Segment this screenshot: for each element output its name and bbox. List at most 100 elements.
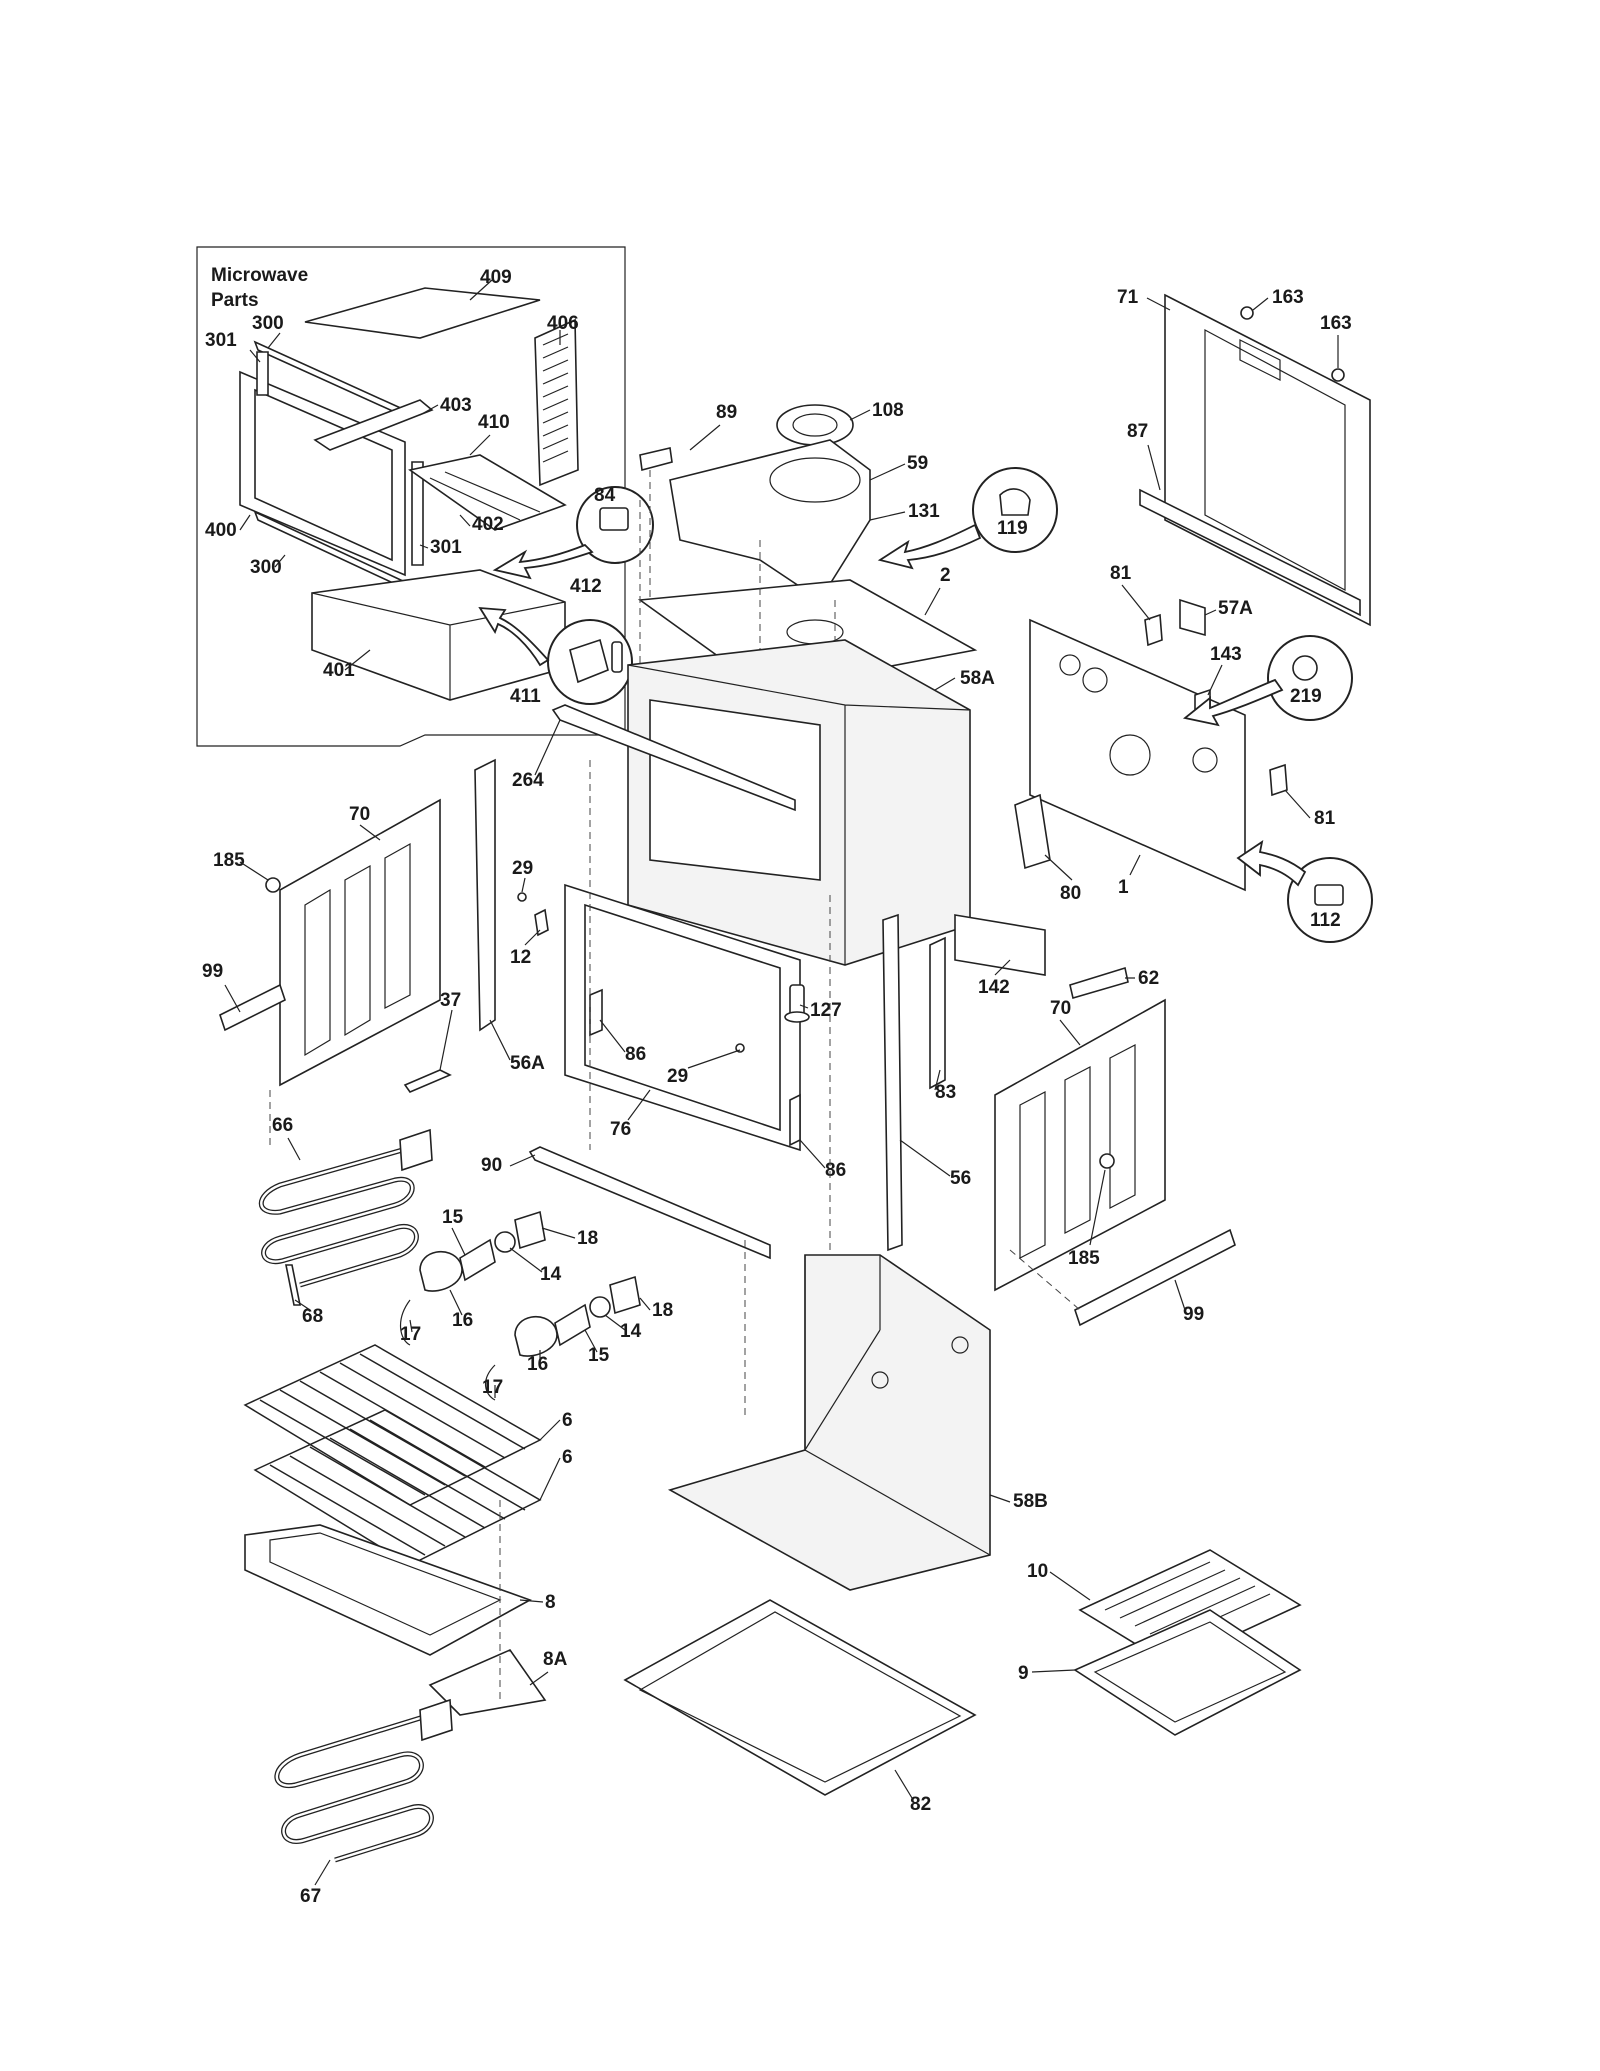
- part-66-broil-element: [258, 1128, 433, 1288]
- label-1: 1: [1118, 877, 1129, 898]
- label-14-a: 14: [540, 1264, 562, 1285]
- arrow-84: [492, 543, 594, 580]
- part-56-side-rail: [882, 913, 903, 1252]
- label-219: 219: [1290, 686, 1322, 707]
- part-86-bracket-a: [589, 988, 603, 1037]
- label-83: 83: [935, 1082, 956, 1103]
- label-301-lower: 301: [430, 537, 462, 558]
- label-163-b: 163: [1320, 313, 1352, 334]
- part-80-bracket: [1014, 793, 1051, 870]
- label-300-upper: 300: [252, 313, 284, 334]
- part-185-grommet-a: [265, 877, 281, 893]
- label-86-b: 86: [825, 1160, 846, 1181]
- part-68-clip: [285, 1264, 301, 1306]
- label-18-a: 18: [577, 1228, 598, 1249]
- label-409: 409: [480, 267, 512, 288]
- label-6-b: 6: [562, 1447, 573, 1468]
- part-108-fan: [776, 404, 854, 446]
- part-119-callout: [972, 467, 1058, 553]
- part-15-bulb-b: [554, 1303, 591, 1347]
- part-185-grommet-b: [1099, 1153, 1115, 1169]
- arrow-411: [478, 606, 550, 667]
- label-56: 56: [950, 1168, 971, 1189]
- label-119: 119: [997, 518, 1028, 539]
- label-86-a: 86: [625, 1044, 646, 1065]
- label-89: 89: [716, 402, 737, 423]
- part-86-bracket-b: [789, 1093, 801, 1147]
- part-1-rear-panel: [1029, 618, 1246, 892]
- label-131: 131: [908, 501, 940, 522]
- label-81-a: 81: [1110, 563, 1132, 584]
- label-301-upper: 301: [205, 330, 237, 351]
- label-70-a: 70: [349, 804, 370, 825]
- label-112: 112: [1310, 910, 1341, 931]
- label-58B: 58B: [1013, 1491, 1048, 1512]
- part-127-sensor: [784, 984, 810, 1023]
- label-143: 143: [1210, 644, 1242, 665]
- part-163-nut-a: [1240, 306, 1254, 320]
- label-76: 76: [610, 1119, 631, 1140]
- label-17-b: 17: [482, 1377, 503, 1398]
- part-406-vent-grille: [534, 318, 579, 487]
- label-411: 411: [510, 686, 541, 707]
- inset-title-line2: Parts: [211, 290, 259, 311]
- part-14-socket-b: [589, 1296, 611, 1318]
- label-99-a: 99: [202, 961, 223, 982]
- part-409-cover-panel: [304, 287, 541, 339]
- label-57A: 57A: [1218, 598, 1253, 619]
- part-12-fitting: [534, 908, 549, 937]
- part-403-bracket: [313, 399, 434, 451]
- label-37: 37: [440, 990, 461, 1011]
- label-410: 410: [478, 412, 510, 433]
- label-185-a: 185: [213, 850, 245, 871]
- part-84-callout: [576, 486, 654, 564]
- label-66: 66: [272, 1115, 293, 1136]
- label-127: 127: [810, 1000, 842, 1021]
- microwave-parts-inset: Microwave Parts: [196, 246, 654, 747]
- part-402-tray: [408, 454, 567, 531]
- part-6-oven-rack-upper: [243, 1344, 542, 1506]
- part-301-bracket-upper: [256, 351, 269, 396]
- label-99-b: 99: [1183, 1304, 1204, 1325]
- label-412: 412: [570, 576, 602, 597]
- label-9: 9: [1018, 1663, 1029, 1684]
- part-99-rail-left: [219, 983, 286, 1032]
- part-70-right-side-panel: [994, 998, 1166, 1292]
- label-406: 406: [547, 313, 579, 334]
- label-82: 82: [910, 1794, 931, 1815]
- part-9-broiler-pan: [1073, 1609, 1302, 1736]
- part-16-lens-a: [419, 1250, 463, 1292]
- part-71-back-panel: [1164, 293, 1371, 627]
- label-15-a: 15: [442, 1207, 464, 1228]
- part-301-bracket-lower: [411, 461, 424, 566]
- part-62-terminal-block: [1069, 966, 1129, 1000]
- part-70-left-side-panel: [279, 798, 441, 1087]
- label-185-b: 185: [1068, 1248, 1100, 1269]
- part-57A-plate: [1179, 598, 1206, 637]
- part-112-callout: [1287, 857, 1373, 943]
- label-90: 90: [481, 1155, 502, 1176]
- label-12: 12: [510, 947, 531, 968]
- label-71: 71: [1117, 287, 1139, 308]
- part-59-blower-housing: [669, 439, 871, 602]
- label-108: 108: [872, 400, 904, 421]
- label-68: 68: [302, 1306, 323, 1327]
- part-76-door-frame: [564, 883, 801, 1152]
- label-56A: 56A: [510, 1053, 545, 1074]
- label-14-b: 14: [620, 1321, 642, 1342]
- part-82-bottom-panel: [623, 1599, 977, 1796]
- part-37-probe: [403, 1069, 452, 1093]
- part-8-bake-tray: [244, 1524, 532, 1656]
- label-10: 10: [1027, 1561, 1048, 1582]
- part-87-rail: [1139, 488, 1361, 617]
- label-81-b: 81: [1314, 808, 1336, 829]
- label-15-b: 15: [588, 1345, 610, 1366]
- label-163-a: 163: [1272, 287, 1304, 308]
- part-81-bracket-b: [1269, 763, 1288, 797]
- label-87: 87: [1127, 421, 1148, 442]
- label-62: 62: [1138, 968, 1159, 989]
- part-67-bake-element: [274, 1698, 453, 1863]
- label-29-b: 29: [667, 1066, 688, 1087]
- label-29-a: 29: [512, 858, 533, 879]
